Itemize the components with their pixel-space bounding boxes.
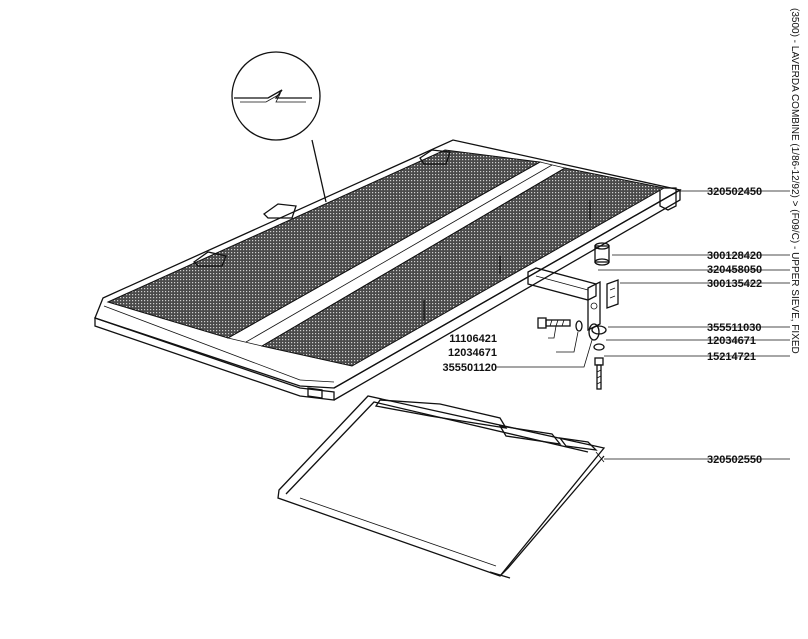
upper-sieve-320502450 (94, 139, 682, 401)
label-15214721: 15214721 (707, 351, 756, 363)
detail-circle (231, 51, 327, 203)
washer-left-icon (588, 323, 600, 341)
label-320502450: 320502450 (707, 186, 762, 198)
sieve-tab-3 (419, 149, 451, 165)
clip-icon (606, 279, 619, 309)
label-355511030: 355511030 (707, 322, 761, 334)
label-11106421: 11106421 (449, 333, 497, 345)
sieve-tab-1 (192, 251, 227, 267)
label-300135422: 300135422 (707, 278, 762, 290)
leader-lines (496, 190, 790, 460)
angle-bracket-icon (527, 267, 601, 332)
label-12034671-right: 12034671 (707, 335, 756, 347)
label-300128420: 300128420 (707, 250, 762, 262)
label-320502550: 320502550 (707, 454, 762, 466)
lower-tray-320502550 (277, 395, 606, 579)
side-title: (3500) - LAVERDA COMBINE (1/86-12/92) > … (789, 8, 800, 354)
label-12034671-left: 12034671 (448, 347, 497, 359)
lock-washer-left-icon (575, 320, 583, 332)
sieve-tab-2 (262, 203, 297, 219)
vertical-bolt-icon (594, 357, 604, 390)
horizontal-bolt-icon (537, 317, 571, 329)
lock-washer-icon (593, 343, 605, 351)
callout-labels: 320502450 300128420 320458050 300135422 … (443, 186, 763, 466)
bracket-assembly (527, 242, 619, 390)
bushing-icon (594, 242, 610, 266)
label-355501120: 355501120 (443, 362, 497, 374)
label-320458050: 320458050 (707, 264, 762, 276)
